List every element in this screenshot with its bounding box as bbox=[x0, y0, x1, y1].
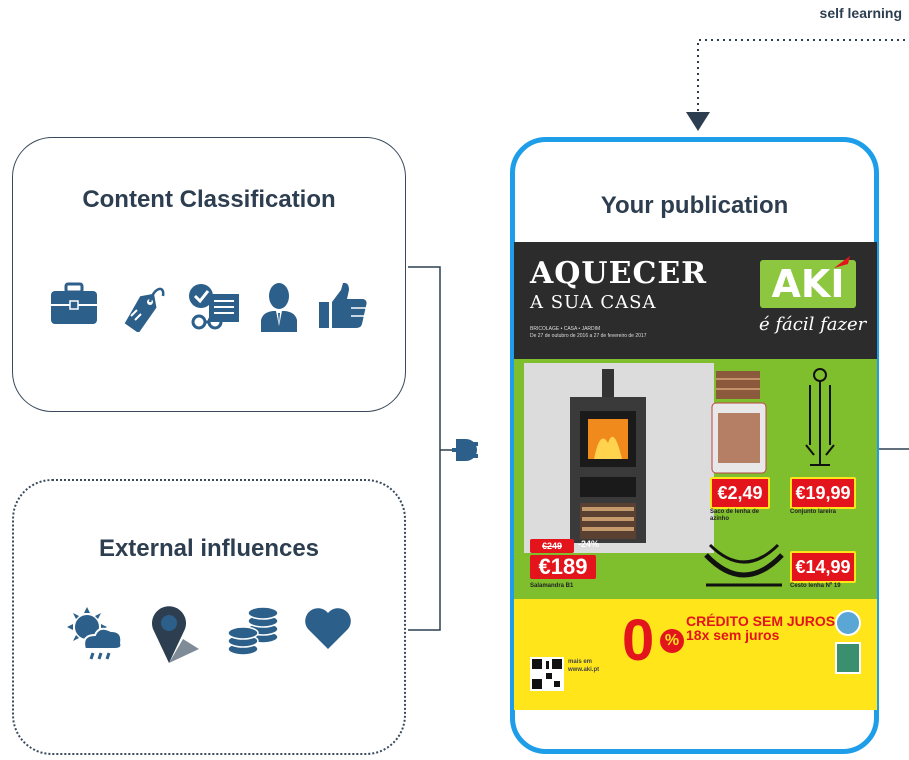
flyer-slogan: é fácil fazer bbox=[759, 314, 867, 335]
weather-icon bbox=[67, 607, 123, 660]
briefcase-icon bbox=[51, 282, 97, 324]
bracket-line bbox=[408, 266, 441, 631]
product-b-label: Conjunto lareira bbox=[790, 509, 837, 515]
site-label: www.aki.pt bbox=[568, 667, 600, 673]
logo-flag-icon bbox=[834, 256, 850, 268]
reading-document-icon bbox=[189, 284, 239, 330]
content-classification-title: Content Classification bbox=[82, 186, 336, 213]
aki-logo-text: AKI bbox=[771, 262, 845, 306]
flyer-small-line2: De 27 de outubro de 2016 a 27 de feverei… bbox=[530, 333, 647, 339]
self-learning-arrow-line bbox=[697, 39, 905, 112]
credit-line2: 18x sem juros bbox=[686, 627, 780, 643]
price-tag-c: €14,99 bbox=[790, 551, 856, 583]
main-product-label: Salamandra B1 bbox=[530, 583, 574, 589]
flyer-header: AQUECER A SUA CASA BRICOLAGE • CASA • JA… bbox=[514, 242, 877, 359]
flyer-credit-banner: 0 % CRÉDITO SEM JUROS 18x sem juros mais… bbox=[514, 599, 877, 710]
flyer-subheadline: A SUA CASA bbox=[530, 292, 657, 313]
main-price-tag: €189 bbox=[530, 555, 596, 579]
product-a-label: Saco de lenha de azinho bbox=[710, 509, 760, 522]
thumbs-up-icon bbox=[319, 282, 367, 328]
external-influences-box: External influences bbox=[12, 479, 406, 755]
discount-label: -24% bbox=[578, 539, 600, 549]
more-label: mais em bbox=[568, 659, 593, 665]
external-influences-title: External influences bbox=[98, 535, 320, 562]
old-price-tag: €249 bbox=[530, 539, 574, 553]
flyer-image: AQUECER A SUA CASA BRICOLAGE • CASA • JA… bbox=[514, 242, 877, 710]
qr-code-icon bbox=[530, 657, 564, 691]
zero-percent-number: 0 bbox=[622, 608, 655, 673]
price-tag-icon bbox=[124, 287, 165, 332]
publication-title: Your publication bbox=[600, 192, 789, 219]
fireplace-tools-image bbox=[805, 368, 835, 466]
badges-icon bbox=[835, 610, 861, 674]
price-tag-a: €2,49 bbox=[710, 477, 770, 509]
coins-icon bbox=[227, 606, 279, 656]
stove-image bbox=[570, 369, 646, 543]
person-icon bbox=[261, 283, 297, 332]
self-learning-arrowhead bbox=[686, 112, 710, 131]
location-pin-icon bbox=[152, 606, 199, 663]
price-tag-b: €19,99 bbox=[790, 477, 856, 509]
plug-icon bbox=[452, 439, 478, 461]
flyer-products: €249 -24% €189 Salamandra B1 €2,49 Saco … bbox=[514, 359, 877, 599]
product-c-label: Cesto lenha Nº 19 bbox=[790, 583, 841, 589]
flyer-headline: AQUECER bbox=[530, 256, 708, 291]
log-basket-image bbox=[704, 543, 784, 587]
firewood-bag-image bbox=[711, 371, 767, 474]
aki-logo: AKI bbox=[760, 256, 856, 308]
credit-line1: CRÉDITO SEM JUROS bbox=[686, 613, 836, 629]
percent-sign: % bbox=[660, 629, 684, 653]
heart-icon bbox=[305, 608, 351, 649]
content-classification-box: Content Classification bbox=[12, 137, 406, 412]
flyer-small-line1: BRICOLAGE • CASA • JARDIM bbox=[530, 326, 601, 332]
self-learning-label: self learning bbox=[819, 5, 902, 21]
